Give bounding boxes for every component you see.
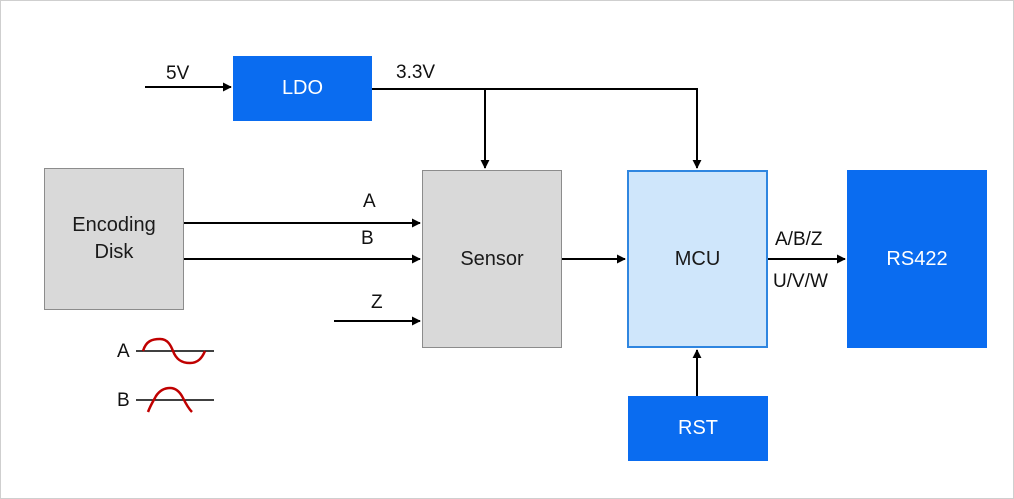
ldo-label: LDO: [281, 77, 324, 99]
label-signal-a: A: [363, 191, 376, 212]
label-mcu-out-uvw: U/V/W: [773, 271, 828, 292]
rs422-block: RS422: [847, 170, 987, 348]
legend-label-b: B: [117, 390, 130, 411]
label-5v: 5V: [166, 63, 190, 84]
mcu-label: MCU: [674, 247, 721, 270]
legend-waveform-b: [136, 386, 214, 413]
encoding-disk-block: Encoding Disk: [44, 168, 184, 310]
label-mcu-out-abz: A/B/Z: [775, 229, 823, 250]
label-signal-b: B: [361, 228, 374, 249]
legend-waveform-a: [136, 337, 214, 365]
rst-block: RST: [628, 396, 768, 461]
wire-3v3-rail-to-mcu: [372, 88, 702, 169]
rst-label: RST: [678, 417, 718, 439]
legend-label-a: A: [117, 341, 130, 362]
encoding-disk-label-line1: Encoding: [72, 214, 156, 236]
sensor-block: Sensor: [422, 170, 562, 348]
label-3v3: 3.3V: [396, 62, 436, 83]
rs422-label: RS422: [886, 247, 948, 270]
ldo-block: LDO: [233, 56, 372, 121]
encoding-disk-label-line2: Disk: [94, 241, 134, 263]
label-signal-z: Z: [371, 292, 383, 313]
mcu-block: MCU: [627, 170, 768, 348]
sensor-label: Sensor: [460, 247, 524, 270]
